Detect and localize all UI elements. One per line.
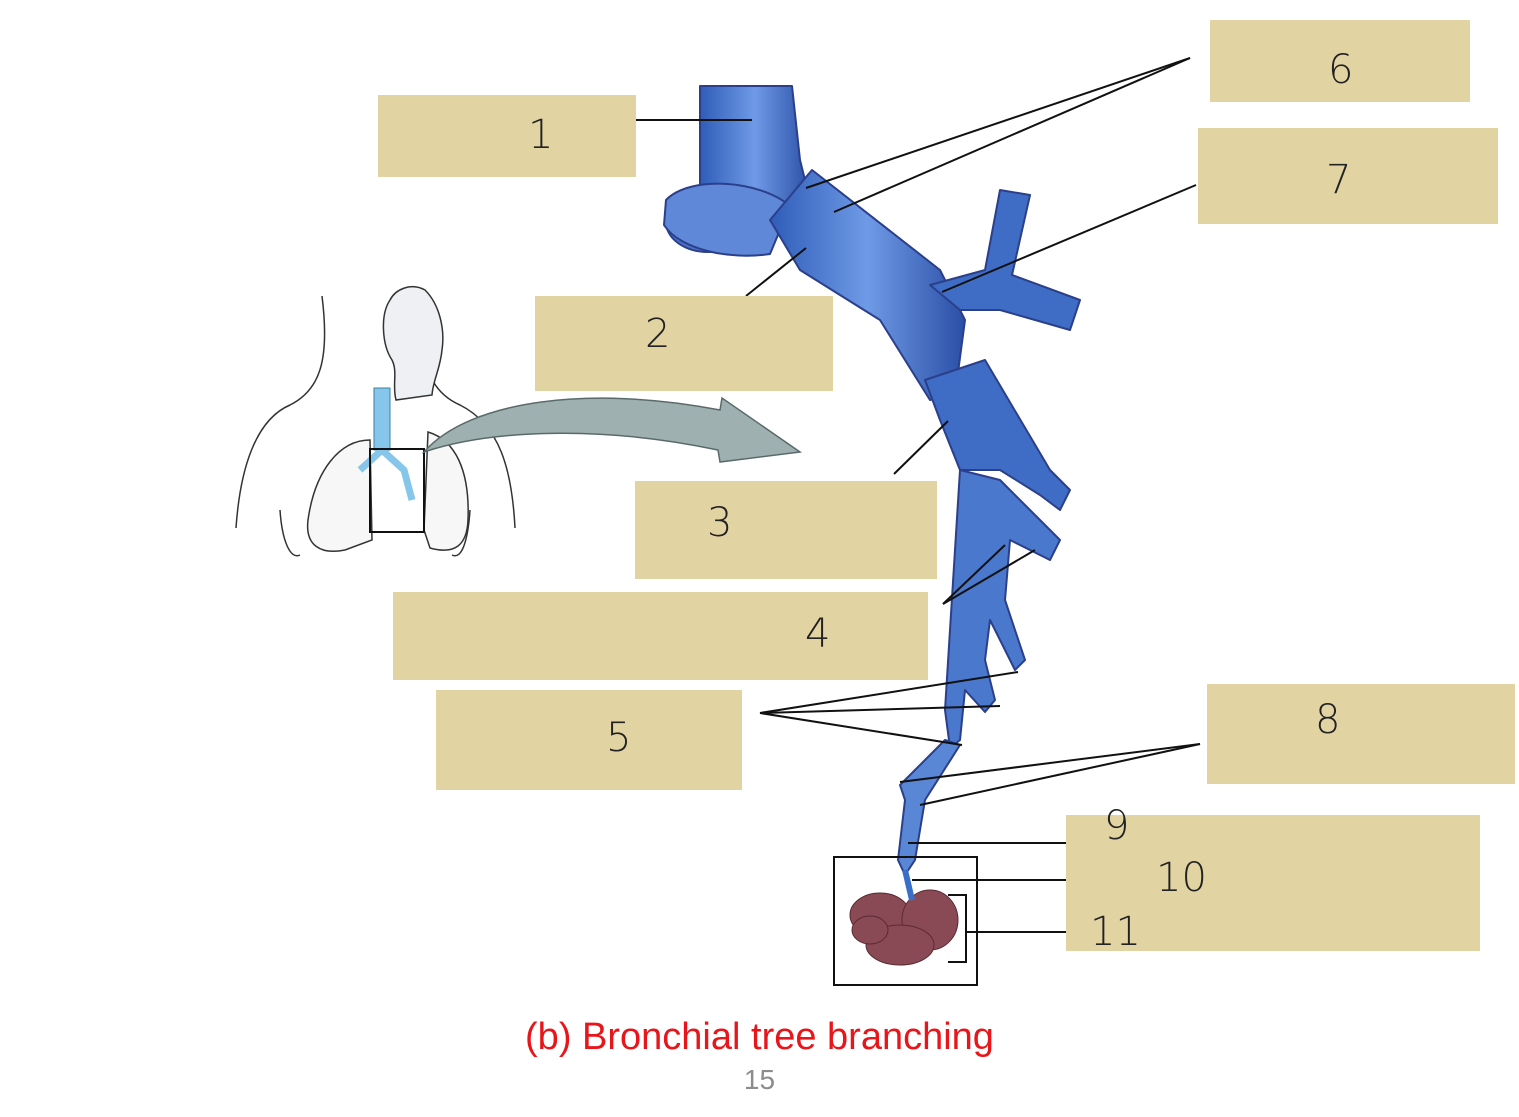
leader-8b (919, 743, 1201, 806)
label-box-7[interactable]: 7 (1198, 128, 1498, 224)
page-number: 15 (743, 1064, 776, 1095)
label-number-4: 4 (805, 611, 831, 657)
label-box-1[interactable]: 1 (378, 95, 636, 177)
label-number-1: 1 (528, 112, 554, 158)
leader-7 (941, 184, 1197, 293)
inset-trachea-tube (373, 387, 391, 451)
lower-torso (279, 509, 471, 557)
label-number-2: 2 (645, 311, 671, 357)
left-lung (306, 439, 373, 552)
alveolar-bracket (948, 894, 967, 963)
label-number-7: 7 (1326, 157, 1352, 203)
label-box-5[interactable]: 5 (436, 690, 742, 790)
label-number-5: 5 (606, 715, 632, 761)
label-box-6[interactable]: 6 (1210, 20, 1470, 102)
secondary-bronchus (924, 359, 1071, 511)
label-box-4[interactable]: 4 (663, 592, 928, 680)
bronchiole (897, 739, 961, 876)
terminal-bronchiole (902, 869, 915, 901)
label-number-6: 6 (1328, 47, 1354, 93)
alveoli-zoom-box (833, 856, 978, 986)
inset-trachea (357, 387, 425, 533)
leader-5b (759, 705, 1001, 714)
label-box-2[interactable]: 2 (535, 296, 833, 391)
label-number-8: 8 (1315, 697, 1341, 743)
leader-2 (745, 247, 807, 297)
leader-4b (942, 549, 1036, 605)
upper-lobe-branch (929, 189, 1081, 331)
leader-6b (833, 57, 1191, 213)
leader-3 (893, 420, 949, 475)
label-number-10: 10 (1156, 855, 1207, 901)
inset-focus-box (369, 448, 425, 533)
label-box-3[interactable]: 3 (635, 481, 937, 579)
label-box-blank[interactable] (393, 592, 663, 680)
label-number-3: 3 (707, 500, 733, 546)
label-box-9-10-11[interactable] (1066, 815, 1480, 951)
torso-inset-illustration (235, 286, 516, 557)
leader-6a (805, 57, 1191, 189)
leader-8a (899, 743, 1201, 783)
magnify-arrow (421, 396, 803, 463)
figure-caption: (b) Bronchial tree branching (525, 1016, 994, 1058)
label-number-9: 9 (1104, 803, 1130, 849)
leader-4a (942, 544, 1006, 605)
alveolar-sac (849, 889, 959, 966)
leader-lines (636, 57, 1201, 933)
leader-5c (759, 712, 963, 746)
leader-5a (759, 671, 1019, 714)
label-box-8[interactable]: 8 (1207, 684, 1515, 784)
label-number-11: 11 (1090, 909, 1141, 955)
head-profile (382, 286, 444, 401)
